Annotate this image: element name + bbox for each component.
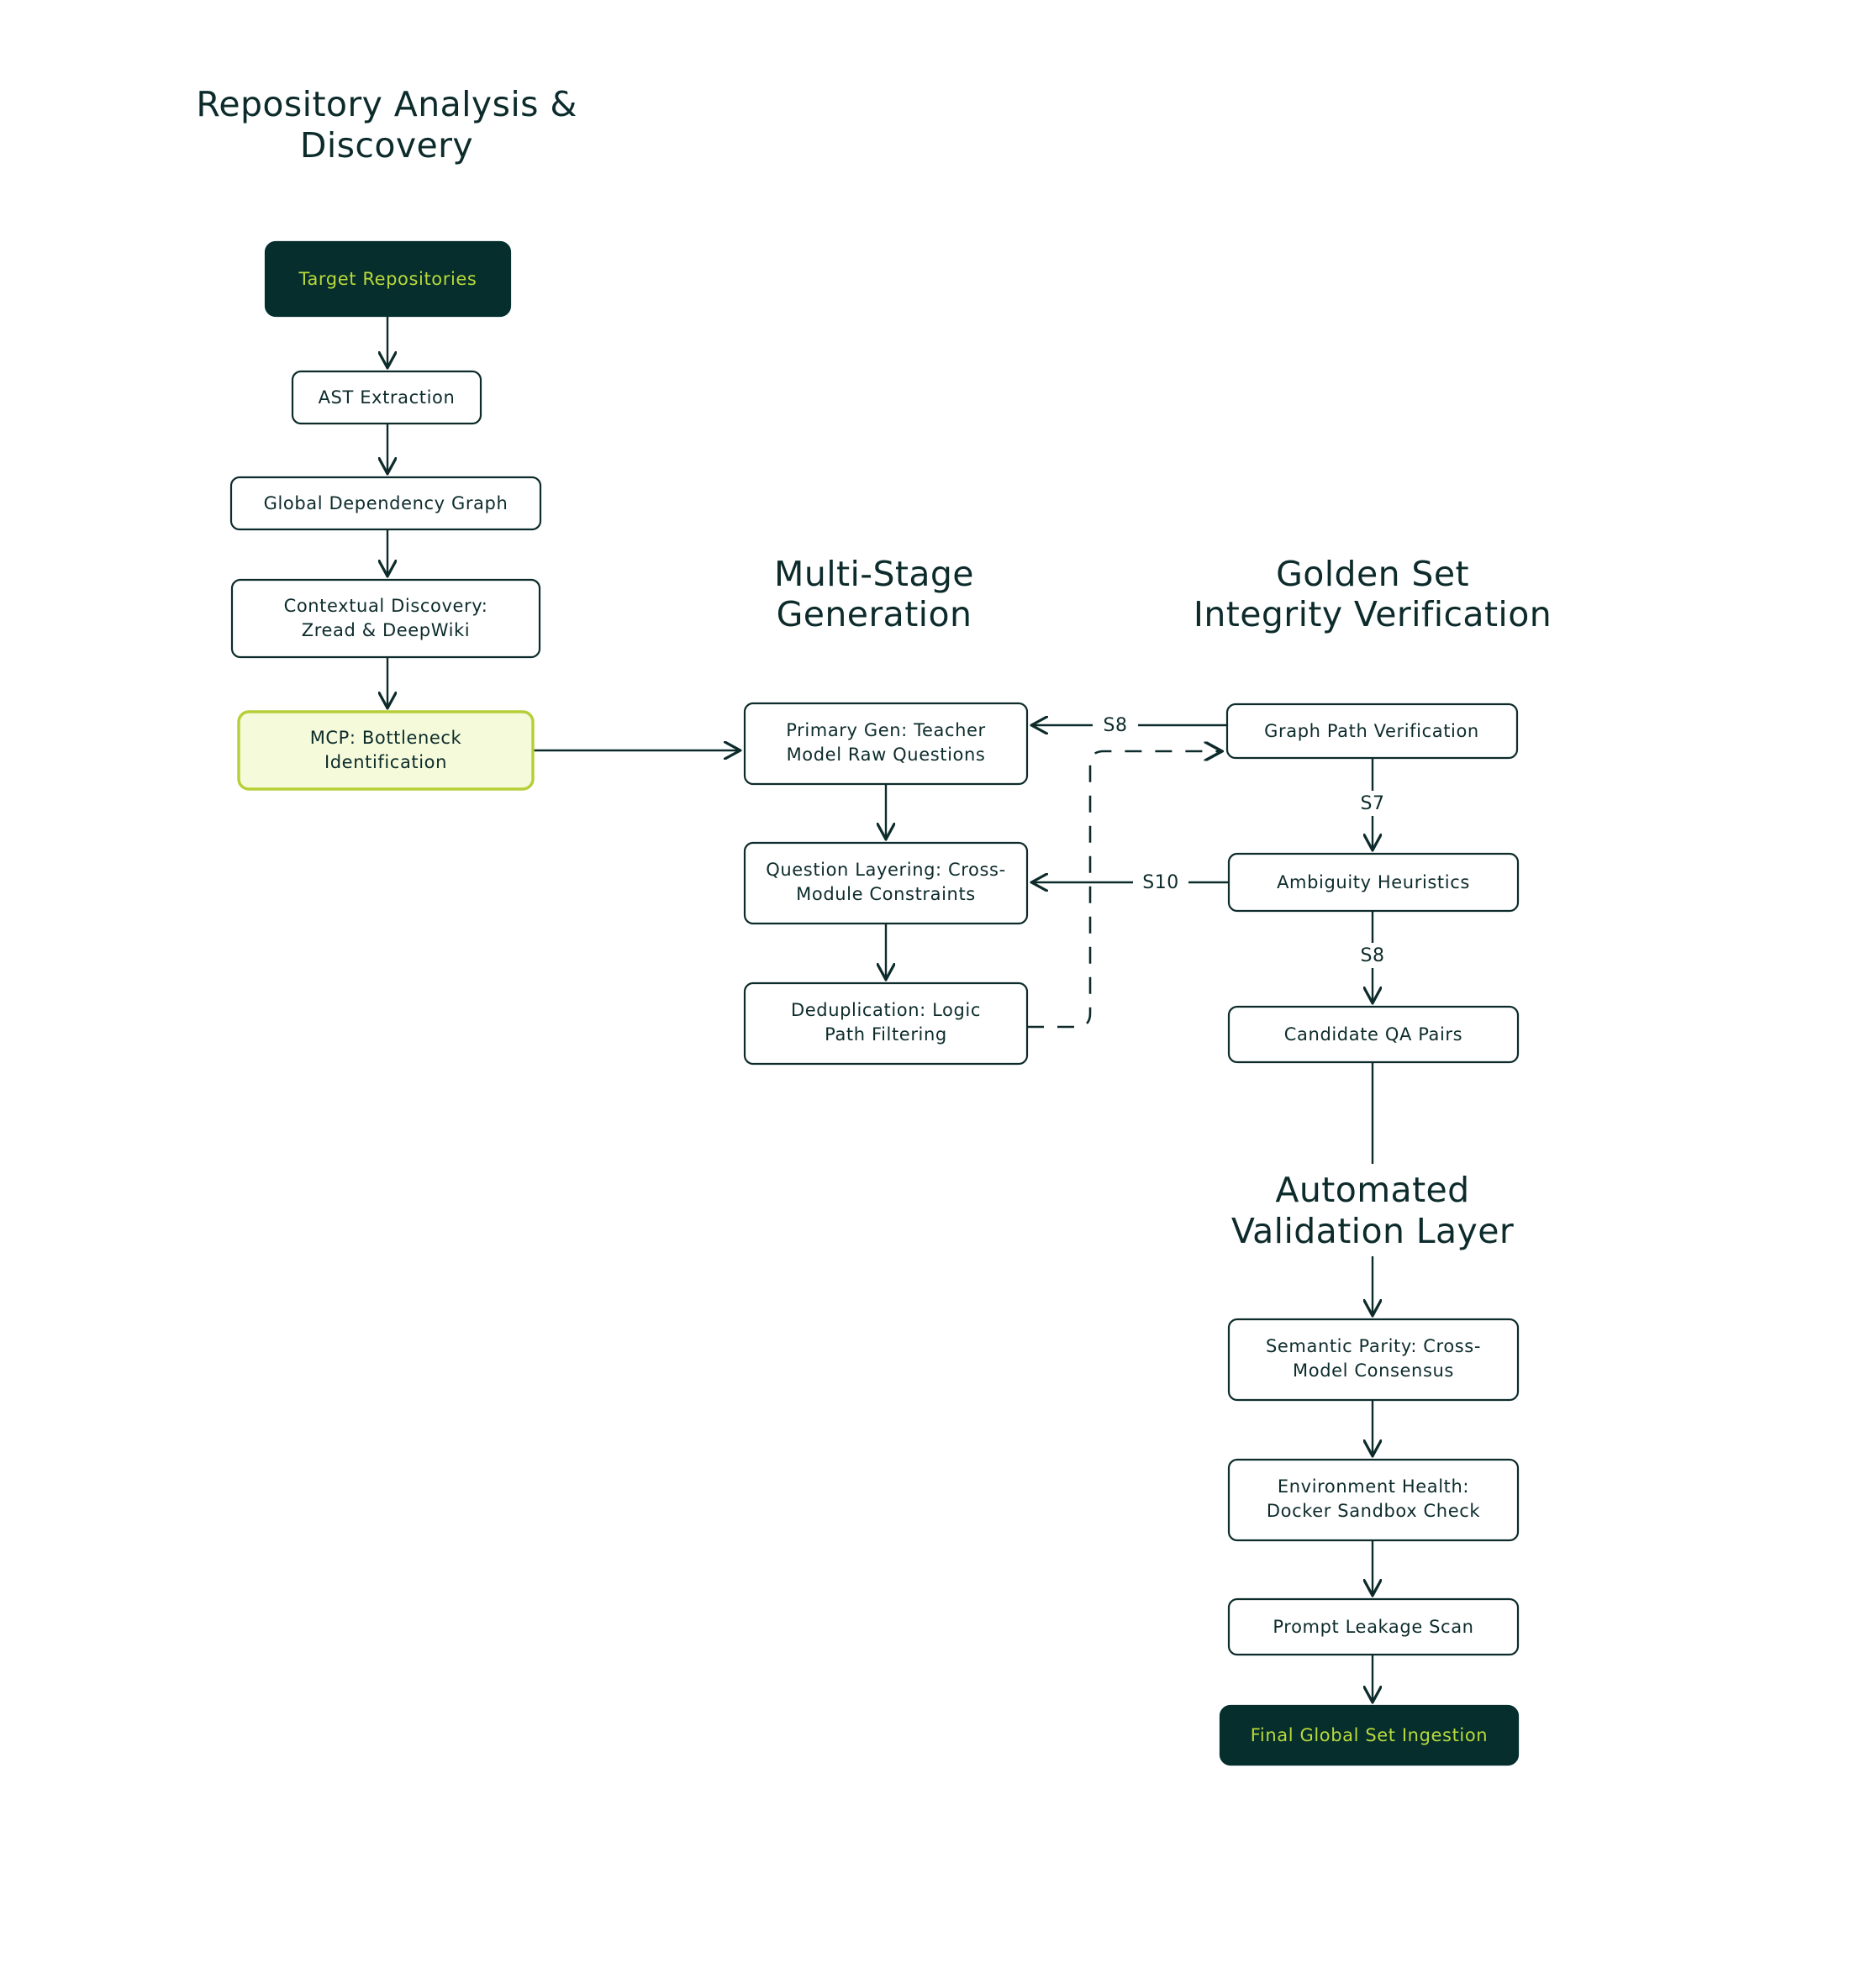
node-primary-gen-label-line1: Primary Gen: Teacher xyxy=(786,720,986,740)
node-deduplication-label-line1: Deduplication: Logic xyxy=(791,1000,981,1020)
node-mcp-bottleneck-label-line1: MCP: Bottleneck xyxy=(310,728,462,748)
edge-label-graphpath-ambiguity: S7 xyxy=(1361,793,1385,814)
section-title-repo-analysis-line2: Discovery xyxy=(300,125,473,166)
section-title-multi-stage-line2: Generation xyxy=(777,594,972,634)
node-final-global-set-ingestion-box[interactable] xyxy=(1219,1704,1520,1766)
node-environment-health-label-line2: Docker Sandbox Check xyxy=(1267,1501,1481,1521)
node-question-layering[interactable]: Question Layering: Cross- Module Constra… xyxy=(743,841,1029,925)
section-title-golden-set: Golden Set Integrity Verification xyxy=(1194,554,1552,634)
node-prompt-leakage-scan-label: Prompt Leakage Scan xyxy=(1273,1617,1473,1637)
node-candidate-qa-pairs-box[interactable] xyxy=(1227,1005,1520,1064)
edge-label-graphpath-primary: S8 xyxy=(1104,715,1128,736)
node-global-dependency-graph[interactable]: Global Dependency Graph xyxy=(229,476,542,531)
edge-label-s8-top: S8 xyxy=(1093,713,1138,738)
node-environment-health-label-line1: Environment Health: xyxy=(1278,1476,1469,1497)
node-environment-health-box[interactable] xyxy=(1227,1458,1520,1542)
section-title-golden-set-line1: Golden Set xyxy=(1276,554,1469,594)
node-target-repositories-box[interactable] xyxy=(264,240,512,318)
node-deduplication[interactable]: Deduplication: Logic Path Filtering xyxy=(743,982,1029,1066)
section-title-golden-set-line2: Integrity Verification xyxy=(1194,594,1552,634)
node-contextual-discovery-label-line1: Contextual Discovery: xyxy=(284,596,488,616)
node-mcp-bottleneck[interactable]: MCP: Bottleneck Identification xyxy=(237,710,535,791)
edge-label-ambiguity-question: S10 xyxy=(1142,872,1178,893)
node-ambiguity-heuristics[interactable]: Ambiguity Heuristics xyxy=(1227,852,1520,913)
node-prompt-leakage-scan[interactable]: Prompt Leakage Scan xyxy=(1227,1597,1520,1656)
edge-label-s7: S7 xyxy=(1350,791,1395,816)
node-contextual-discovery-box[interactable] xyxy=(230,578,541,659)
edge-label-s8-bottom: S8 xyxy=(1350,943,1395,968)
node-ast-extraction[interactable]: AST Extraction xyxy=(291,370,482,425)
node-question-layering-box[interactable] xyxy=(743,841,1029,925)
node-semantic-parity-label-line1: Semantic Parity: Cross- xyxy=(1266,1336,1481,1356)
node-semantic-parity[interactable]: Semantic Parity: Cross- Model Consensus xyxy=(1227,1318,1520,1402)
node-ambiguity-heuristics-label: Ambiguity Heuristics xyxy=(1277,872,1470,892)
node-layer: Target Repositories AST Extraction Globa… xyxy=(229,240,1520,1766)
section-title-automated-validation-line2: Validation Layer xyxy=(1231,1211,1514,1251)
node-deduplication-label-line2: Path Filtering xyxy=(825,1024,947,1045)
node-deduplication-box[interactable] xyxy=(743,982,1029,1066)
node-final-global-set-ingestion-label: Final Global Set Ingestion xyxy=(1251,1725,1488,1745)
node-candidate-qa-pairs-label: Candidate QA Pairs xyxy=(1284,1024,1462,1045)
node-candidate-qa-pairs[interactable]: Candidate QA Pairs xyxy=(1227,1005,1520,1064)
node-primary-gen-box[interactable] xyxy=(743,702,1029,786)
node-primary-gen[interactable]: Primary Gen: Teacher Model Raw Questions xyxy=(743,702,1029,786)
edge-dedup-graphpath xyxy=(1027,751,1220,1029)
node-ast-extraction-label: AST Extraction xyxy=(319,387,456,408)
node-target-repositories-label: Target Repositories xyxy=(298,269,477,289)
section-title-automated-validation: Automated Validation Layer xyxy=(1210,1164,1538,1256)
node-global-dependency-graph-box[interactable] xyxy=(229,476,542,531)
section-title-multi-stage-line1: Multi-Stage xyxy=(774,554,974,594)
node-target-repositories[interactable]: Target Repositories xyxy=(264,240,512,318)
node-mcp-bottleneck-box[interactable] xyxy=(237,710,535,791)
edge-label-s10: S10 xyxy=(1133,870,1188,895)
section-titles: Repository Analysis & Discovery Multi-St… xyxy=(196,84,1552,1256)
node-graph-path-verification[interactable]: Graph Path Verification xyxy=(1225,703,1519,760)
node-graph-path-verification-label: Graph Path Verification xyxy=(1264,721,1479,741)
node-contextual-discovery[interactable]: Contextual Discovery: Zread & DeepWiki xyxy=(230,578,541,659)
section-title-repo-analysis: Repository Analysis & Discovery xyxy=(196,84,577,166)
node-ast-extraction-box[interactable] xyxy=(291,370,482,425)
node-question-layering-label-line2: Module Constraints xyxy=(796,884,976,904)
edge-layer xyxy=(387,316,1373,1701)
edge-label-ambiguity-candidate: S8 xyxy=(1361,945,1385,966)
node-primary-gen-label-line2: Model Raw Questions xyxy=(787,745,986,765)
node-mcp-bottleneck-label-line2: Identification xyxy=(324,752,447,772)
node-final-global-set-ingestion[interactable]: Final Global Set Ingestion xyxy=(1219,1704,1520,1766)
node-environment-health[interactable]: Environment Health: Docker Sandbox Check xyxy=(1227,1458,1520,1542)
node-prompt-leakage-scan-box[interactable] xyxy=(1227,1597,1520,1656)
node-contextual-discovery-label-line2: Zread & DeepWiki xyxy=(302,620,470,640)
node-ambiguity-heuristics-box[interactable] xyxy=(1227,852,1520,913)
node-global-dependency-graph-label: Global Dependency Graph xyxy=(264,493,509,513)
section-title-automated-validation-line1: Automated xyxy=(1275,1170,1469,1210)
node-graph-path-verification-box[interactable] xyxy=(1225,703,1519,760)
node-semantic-parity-label-line2: Model Consensus xyxy=(1293,1360,1454,1381)
section-title-multi-stage: Multi-Stage Generation xyxy=(774,554,974,634)
edge-labels: S8 S7 S10 S8 xyxy=(1093,713,1395,968)
node-question-layering-label-line1: Question Layering: Cross- xyxy=(766,860,1006,880)
node-semantic-parity-box[interactable] xyxy=(1227,1318,1520,1402)
section-title-repo-analysis-line1: Repository Analysis & xyxy=(196,84,577,124)
